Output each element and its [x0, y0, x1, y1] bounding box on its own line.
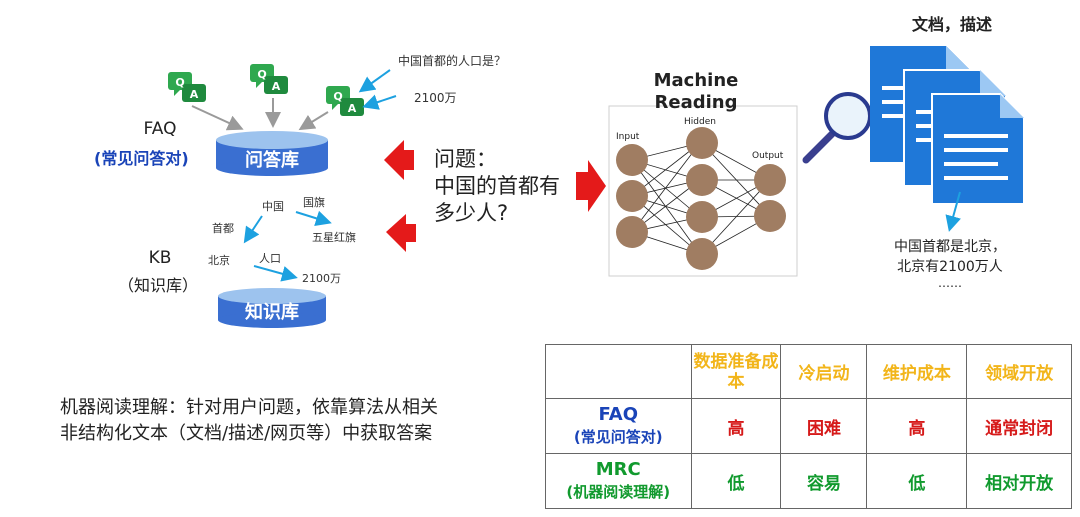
arrow-qa-to-db — [191, 105, 244, 131]
row-label-mrc-sub: (机器阅读理解) — [566, 483, 671, 501]
qa-icon: Q A — [326, 86, 364, 116]
arrow-doc-to-text — [945, 191, 961, 232]
docs-text-line2: 北京有2100万人 — [897, 259, 1003, 275]
kg-edge-label-capital: 首都 — [212, 222, 234, 235]
faq-database — [216, 131, 328, 176]
row-label-mrc: MRC (机器阅读理解) — [545, 453, 692, 509]
docs-text-ellipsis: …… — [938, 276, 962, 290]
header-domain-open: 领域开放 — [966, 344, 1072, 399]
red-arrow-to-faq — [384, 140, 414, 180]
kg-edge-flag — [295, 210, 332, 227]
qa-icon: Q A — [168, 72, 206, 102]
question-line-1: 中国的首都有 — [434, 174, 560, 198]
mrc-title-line2: Reading — [654, 92, 738, 113]
svg-text:Q: Q — [257, 68, 266, 81]
neural-network-nodes — [616, 127, 786, 270]
svg-text:A: A — [272, 80, 281, 93]
docs-title: 文档，描述 — [912, 15, 993, 34]
table-corner-cell — [545, 344, 692, 399]
mrc-domain-open: 相对开放 — [966, 453, 1072, 509]
qa-icon: Q A — [250, 64, 288, 94]
arrow-qa-to-db — [298, 111, 329, 131]
sample-question: 中国首都的人口是？ — [398, 54, 507, 68]
kg-node-beijing: 北京 — [208, 254, 230, 267]
svg-text:Q: Q — [175, 76, 184, 89]
row-label-faq-sub: (常见问答对) — [573, 428, 663, 446]
row-label-faq: FAQ (常见问答对) — [545, 398, 692, 454]
arrow-question-pointer — [358, 69, 391, 93]
nn-input-label: Input — [616, 132, 640, 142]
kg-edge-capital — [243, 215, 263, 244]
comparison-table: 数据准备成本 冷启动 维护成本 领域开放 FAQ (常见问答对) 高 困难 高 … — [545, 344, 1072, 509]
svg-text:Q: Q — [333, 90, 342, 103]
question-heading: 问题： — [434, 147, 497, 171]
svg-text:A: A — [190, 88, 199, 101]
header-maintenance-cost: 维护成本 — [866, 344, 968, 399]
mrc-maintenance-cost: 低 — [866, 453, 968, 509]
header-cold-start: 冷启动 — [780, 344, 868, 399]
document-icon — [931, 93, 1025, 205]
faq-database-label: 问答库 — [245, 150, 299, 171]
kg-node-china: 中国 — [262, 200, 284, 213]
kg-node-population-value: 2100万 — [302, 272, 341, 285]
red-arrow-to-kb — [386, 214, 416, 252]
nn-output-label: Output — [752, 151, 784, 161]
faq-label: FAQ — [143, 119, 177, 139]
mrc-cold-start: 容易 — [780, 453, 868, 509]
faq-cold-start: 困难 — [780, 398, 868, 454]
row-label-mrc-title: MRC — [595, 459, 641, 480]
docs-text-line1: 中国首都是北京， — [894, 239, 1006, 255]
svg-text:A: A — [348, 102, 357, 115]
arrow-answer-pointer — [362, 94, 397, 110]
table-row: MRC (机器阅读理解) 低 容易 低 相对开放 — [545, 453, 1072, 509]
mrc-data-cost: 低 — [690, 453, 782, 509]
faq-domain-open: 通常封闭 — [966, 398, 1072, 454]
kg-node-five-star-flag: 五星红旗 — [312, 231, 356, 244]
kg-edge-population — [253, 265, 298, 282]
sample-answer: 2100万 — [414, 91, 457, 105]
kb-database-label: 知识库 — [245, 302, 299, 323]
table-header-row: 数据准备成本 冷启动 维护成本 领域开放 — [545, 344, 1072, 399]
mrc-definition-line2: 非结构化文本（文档/描述/网页等）中获取答案 — [60, 423, 433, 444]
kg-edge-label-population: 人口 — [259, 252, 281, 265]
mrc-title-line1: Machine — [653, 70, 739, 91]
kb-sub-label: （知识库） — [118, 276, 199, 295]
nn-hidden-label: Hidden — [684, 117, 716, 127]
faq-sub-label: (常见问答对) — [94, 149, 189, 168]
kb-label: KB — [148, 248, 172, 268]
mrc-definition-line1: 机器阅读理解：针对用户问题，依靠算法从相关 — [60, 397, 438, 418]
row-label-faq-title: FAQ — [598, 404, 638, 425]
kb-database — [218, 288, 326, 328]
faq-data-cost: 高 — [690, 398, 782, 454]
faq-maintenance-cost: 高 — [866, 398, 968, 454]
red-arrow-to-mrc — [576, 160, 606, 212]
header-data-cost: 数据准备成本 — [690, 344, 782, 399]
magnifier-icon — [802, 92, 872, 164]
question-line-2: 多少人? — [434, 201, 509, 225]
table-row: FAQ (常见问答对) 高 困难 高 通常封闭 — [545, 398, 1072, 454]
kg-edge-label-flag: 国旗 — [303, 196, 325, 209]
